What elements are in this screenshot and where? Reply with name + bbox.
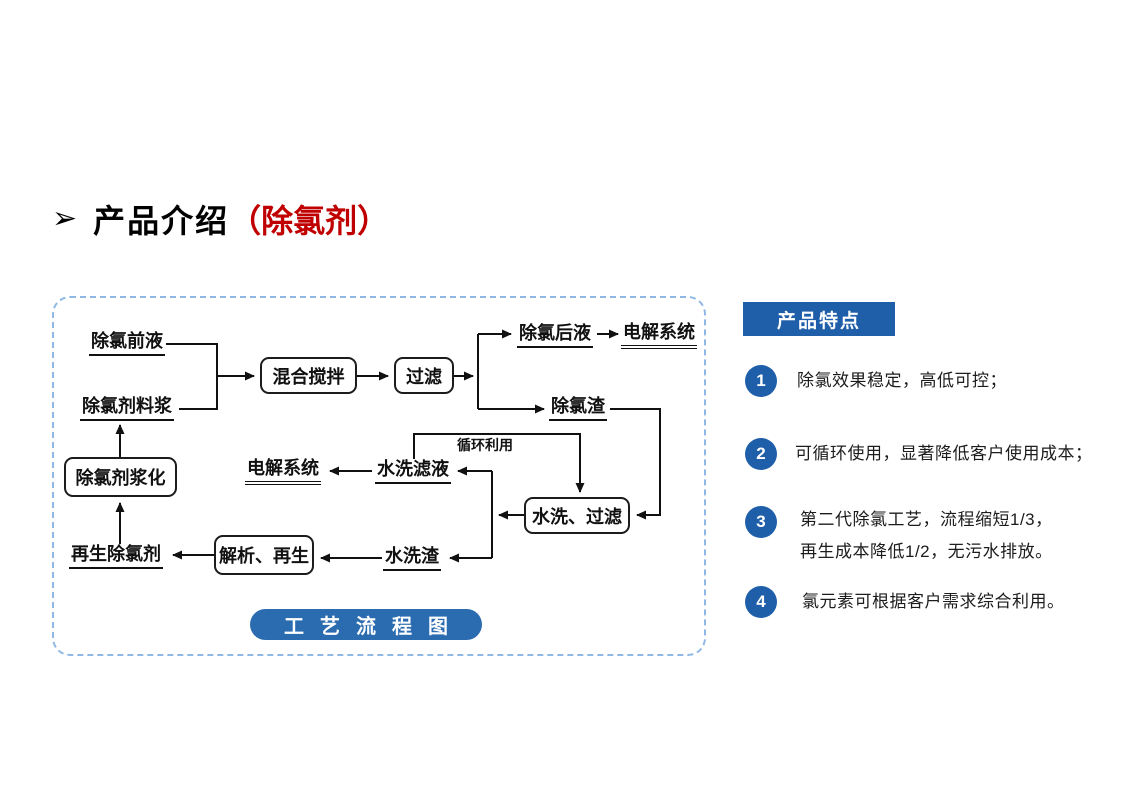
feature-item-3-line-2: 再生成本降低1/2，无污水排放。	[800, 542, 1053, 561]
diagram-caption: 工艺流程图	[250, 609, 482, 640]
box-mix-stir: 混合搅拌	[260, 357, 357, 394]
label-post-liquid: 除氯后液	[517, 323, 593, 348]
arrow-bullet-icon: ➢	[52, 202, 78, 235]
label-pre-liquid: 除氯前液	[89, 331, 165, 356]
box-filter: 过滤	[394, 357, 454, 394]
process-diagram-panel: 除氯前液 除氯剂料浆 除氯后液 电解系统 除氯渣 循环利用 电解系统 水洗滤液 …	[52, 296, 706, 656]
feature-item-1: 除氯效果稳定，高低可控；	[797, 371, 1007, 390]
feature-number-badge: 1	[745, 365, 777, 397]
page-title: ➢ 产品介绍 （除氯剂）	[52, 196, 389, 242]
label-wash-filtrate: 水洗滤液	[375, 459, 451, 484]
label-electrolysis-mid: 电解系统	[245, 458, 321, 485]
box-desorb-regen: 解析、再生	[214, 535, 314, 575]
label-residue: 除氯渣	[549, 396, 607, 421]
flow-connectors	[115, 329, 661, 563]
label-wash-residue: 水洗渣	[383, 546, 441, 571]
feature-item-4: 氯元素可根据客户需求综合利用。	[802, 592, 1065, 611]
box-slurrify: 除氯剂浆化	[64, 457, 177, 497]
feature-number-badge: 4	[745, 586, 777, 618]
label-cycle-reuse: 循环利用	[457, 439, 513, 455]
feature-number-badge: 2	[745, 438, 777, 470]
label-electrolysis-top: 电解系统	[621, 322, 697, 349]
edge-residue-to-washfilter	[610, 408, 661, 520]
feature-item-3-line-1: 第二代除氯工艺，流程缩短1/3，	[800, 510, 1053, 529]
features-header: 产品特点	[743, 302, 895, 336]
edge-cycle-bracket	[413, 433, 585, 493]
box-wash-filter: 水洗、过滤	[524, 497, 630, 534]
feature-item-2: 可循环使用，显著降低客户使用成本；	[795, 444, 1093, 463]
label-regen-agent: 再生除氯剂	[69, 544, 163, 569]
feature-item-3: 第二代除氯工艺，流程缩短1/3， 再生成本降低1/2，无污水排放。	[800, 504, 1053, 568]
title-highlight: （除氯剂）	[229, 203, 390, 239]
label-agent-slurry: 除氯剂料浆	[80, 396, 174, 421]
feature-number-badge: 3	[745, 506, 777, 538]
title-text: 产品介绍	[93, 203, 230, 239]
